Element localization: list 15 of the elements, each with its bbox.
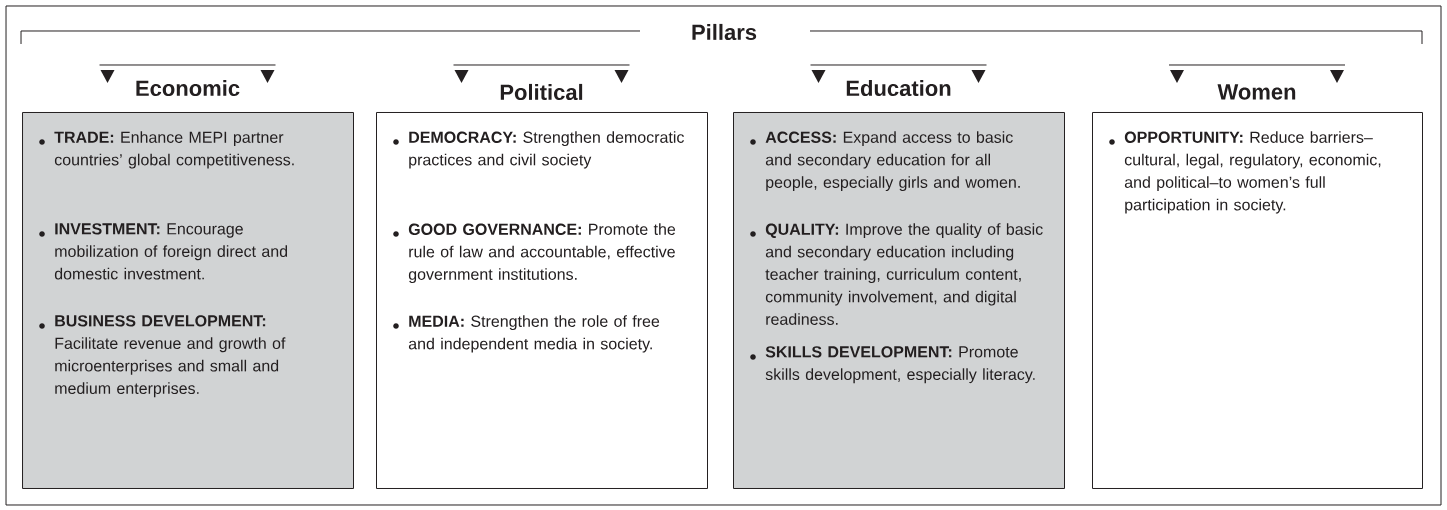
bullet-text: ACCESS: Expand access to basic and secondary education for all people, especially girls and women. bbox=[765, 131, 1020, 192]
column-heading: Women bbox=[1217, 84, 1296, 100]
bullet-text: OPPORTUNITY: Reduce barriers–cultural, legal, regulatory, economic, and political–to women’s full participation in society. bbox=[1124, 131, 1381, 214]
bullet-text: BUSINESS DEVELOPMENT: Facilitate revenue and growth of microenterprises and small and medium enterprises. bbox=[55, 315, 286, 398]
bullet-text: INVESTMENT: Encourage mobilization of foreign direct and domestic investment. bbox=[54, 223, 288, 280]
title: Pillars bbox=[692, 23, 757, 41]
bullet-text: TRADE: Enhance MEPI partner countries’ global competitiveness. bbox=[54, 131, 294, 169]
column-heading: Education bbox=[846, 79, 951, 97]
bullet-text: QUALITY: Improve the quality of basic and secondary education including teacher training, curriculum content, community involvement, and digital readiness. bbox=[765, 223, 1043, 325]
column-heading: Political bbox=[500, 83, 583, 101]
column-heading: Economic bbox=[136, 79, 240, 97]
bullet-text: GOOD GOVERNANCE: Promote the rule of law and accountable, effective government institutions. bbox=[408, 223, 676, 284]
bullet-text: DEMOCRACY: Strengthen democratic practices and civil society bbox=[409, 131, 684, 169]
bullet-text: MEDIA: Strengthen the role of free and independent media in society. bbox=[408, 315, 660, 353]
bullet-text: SKILLS DEVELOPMENT: Promote skills development, especially literacy. bbox=[765, 346, 1035, 384]
